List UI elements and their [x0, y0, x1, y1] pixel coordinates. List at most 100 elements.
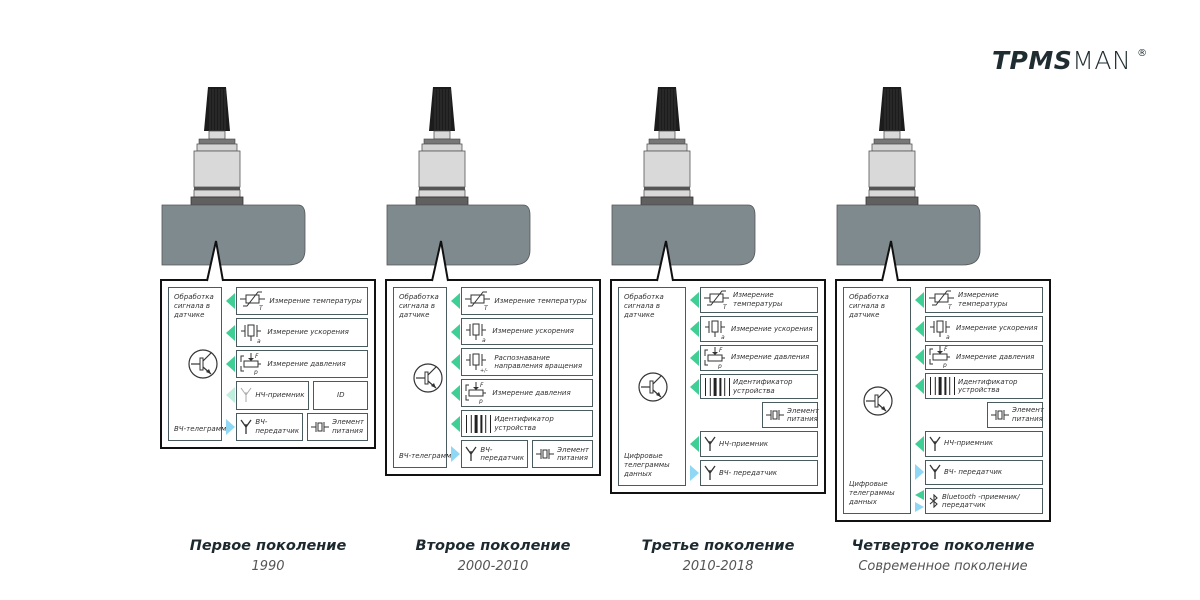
function-cell: Элемент питания	[987, 402, 1044, 428]
battery-icon	[311, 420, 330, 434]
row-cells: Элемент питания	[700, 402, 819, 429]
function-cell: a Измерение ускорения	[700, 315, 818, 342]
telegram-label: ВЧ-телеграмма	[174, 425, 231, 433]
row-cells: Идентификатор устройства	[461, 409, 593, 438]
generation-period: 2010-2018	[682, 559, 754, 574]
row-cells: НЧ-приемник	[700, 431, 818, 458]
function-cell: ВЧ- передатчик	[925, 459, 1043, 486]
tpmsman-logo: TPMSMAN®	[992, 46, 1148, 75]
signal-processing-label: Обработка сигнала в датчике	[399, 293, 439, 319]
row-cells: Идентификатор устройства	[925, 373, 1043, 399]
function-label: Bluetooth -приемник/передатчик	[942, 492, 1020, 510]
svg-text:F: F	[944, 346, 948, 353]
row-cells: ВЧ- передатчик	[925, 459, 1043, 486]
transistor-icon	[412, 362, 444, 397]
telegram-label: Цифровые телеграммы данных	[849, 480, 895, 506]
tpms-sensor-illustration	[160, 85, 320, 289]
antenna-icon	[465, 446, 477, 462]
antenna-faded-icon	[240, 387, 252, 403]
battery-icon	[766, 408, 784, 422]
function-label: Элемент питания	[787, 406, 819, 424]
function-cell: НЧ-приемник	[236, 381, 310, 410]
output-arrow-icon	[690, 460, 700, 486]
function-label: Измерение температуры	[269, 296, 362, 305]
function-label: ВЧ- передатчик	[719, 468, 778, 477]
function-cell: ВЧ- передатчик	[700, 460, 818, 487]
function-label: ВЧ-передатчик	[480, 445, 525, 463]
function-label: Измерение ускорения	[267, 328, 349, 337]
function-row: Bluetooth -приемник/передатчик	[915, 488, 1043, 514]
svg-text:a: a	[482, 337, 486, 343]
function-label: Измерение температуры	[733, 291, 783, 308]
antenna-icon	[929, 464, 941, 480]
input-arrow-icon	[915, 287, 925, 313]
antenna-icon	[704, 436, 716, 452]
svg-text:a: a	[721, 334, 725, 340]
callout-pointer	[425, 240, 455, 286]
function-row: Элемент питания	[690, 402, 819, 429]
function-label: Измерение давления	[492, 388, 571, 397]
battery-icon	[991, 408, 1009, 422]
input-arrow-icon	[226, 287, 236, 315]
thermistor-icon: T	[240, 291, 266, 311]
function-label: Идентификатор устройства	[494, 415, 554, 432]
callout-pointer	[200, 240, 230, 286]
barcode-icon	[465, 414, 492, 434]
antenna-icon	[929, 436, 941, 452]
battery-icon	[536, 447, 555, 461]
signal-processing-label: Обработка сигнала в датчике	[174, 293, 214, 319]
row-cells: Идентификатор устройства	[700, 373, 818, 400]
input-arrow-icon	[690, 345, 700, 371]
input-arrow-icon	[226, 318, 236, 346]
input-arrow-icon	[915, 345, 925, 371]
input-arrow-icon	[915, 431, 925, 457]
input-arrow-icon	[690, 431, 700, 457]
input-arrow-icon	[915, 316, 925, 342]
row-cells: a Измерение ускорения	[700, 315, 818, 342]
function-cell: +/-Распознавание направления вращения	[461, 348, 593, 377]
function-label: Измерение давления	[731, 353, 810, 362]
function-label: Измерение температуры	[958, 291, 1008, 308]
barcode-icon	[929, 376, 955, 396]
logo-bold: TPMS	[992, 46, 1073, 75]
function-cell: НЧ-приемник	[925, 430, 1043, 457]
function-row: a Измерение ускорения	[690, 315, 818, 342]
function-label: НЧ-приемник	[255, 391, 305, 400]
generation-period: 2000-2010	[457, 559, 529, 574]
no-arrow	[690, 402, 700, 428]
function-row: Идентификатор устройства	[690, 373, 818, 400]
svg-text:p: p	[717, 363, 722, 369]
transistor-icon	[187, 348, 219, 383]
output-arrow-icon	[226, 413, 236, 441]
tpms-sensor-illustration	[385, 85, 545, 289]
function-label: Измерение ускорения	[731, 324, 813, 333]
function-cell: ВЧ-передатчик	[461, 440, 529, 469]
svg-text:+/-: +/-	[480, 368, 488, 373]
function-cell: ВЧ-передатчик	[236, 412, 304, 442]
function-label: Идентификатор устройства	[733, 378, 793, 395]
function-label: Измерение давления	[267, 359, 346, 368]
function-row: НЧ-приемник	[690, 431, 818, 458]
generation-title: Четвертое поколение	[851, 538, 1035, 554]
callout-pointer	[650, 240, 680, 286]
